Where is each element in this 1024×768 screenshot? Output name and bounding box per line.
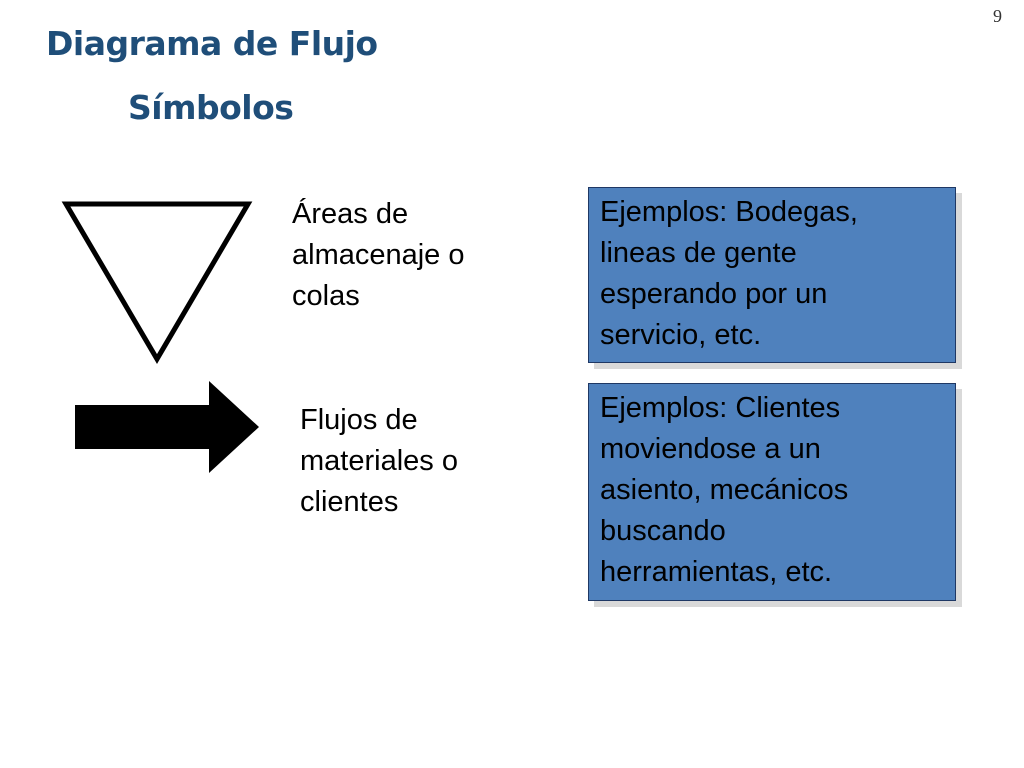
- flow-examples-box: Ejemplos: Clientes moviendose a un asien…: [588, 383, 956, 601]
- right-arrow-icon: [75, 381, 259, 473]
- storage-symbol-label: Áreas de almacenaje o colas: [292, 198, 465, 312]
- slide-number: 9: [993, 6, 1002, 26]
- slide-subtitle: Símbolos: [128, 88, 294, 127]
- inverted-triangle-icon: [61, 201, 253, 364]
- storage-examples-box: Ejemplos: Bodegas, lineas de gente esper…: [588, 187, 956, 363]
- slide-title: Diagrama de Flujo: [46, 24, 378, 63]
- flow-symbol-label: Flujos de materiales o clientes: [300, 404, 458, 518]
